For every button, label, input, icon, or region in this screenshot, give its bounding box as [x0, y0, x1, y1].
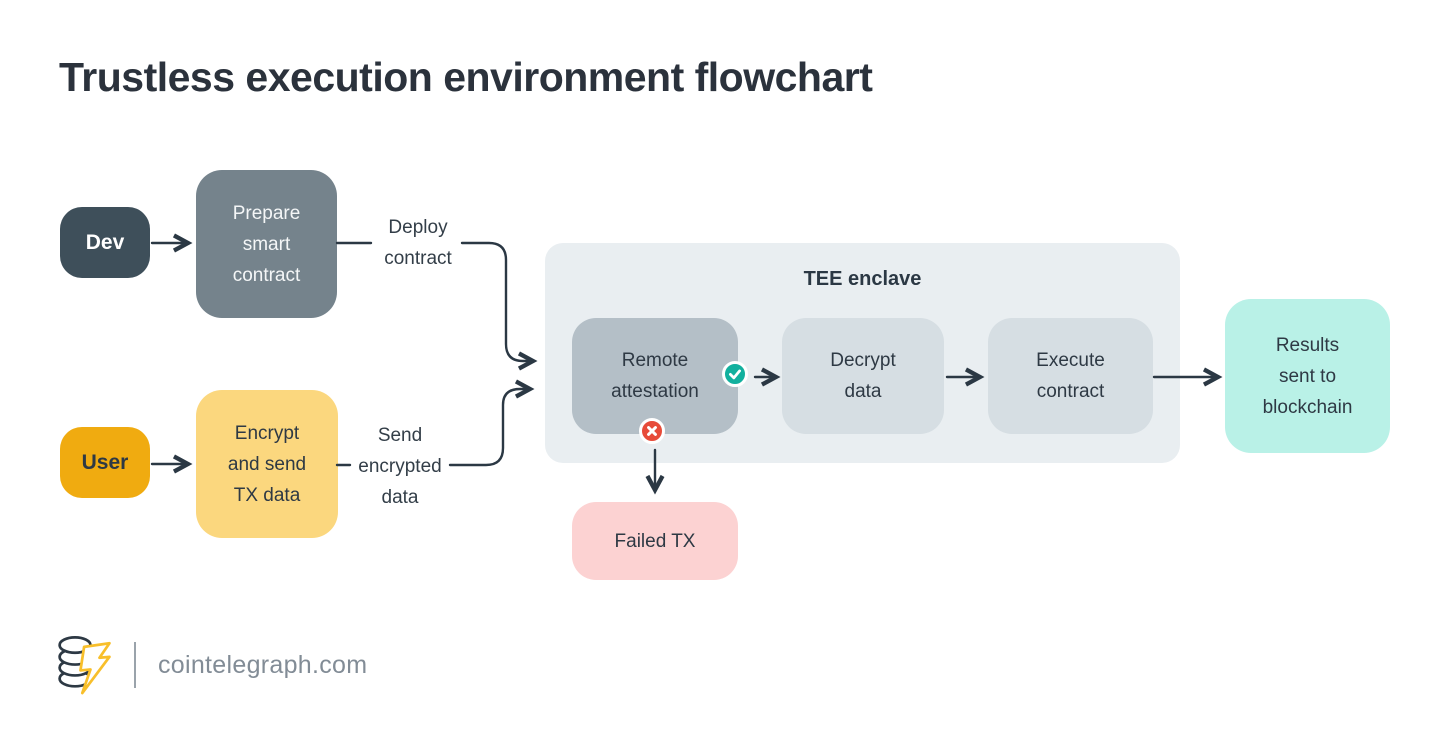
failed-tx-node: Failed TX — [572, 502, 738, 580]
decrypt-data-node: Decrypt data — [782, 318, 944, 434]
results-blockchain-node: Results sent to blockchain — [1225, 299, 1390, 453]
tee-enclave-title: TEE enclave — [803, 268, 922, 290]
edge-send-to-enclave — [448, 389, 530, 467]
send-encrypted-data-edge-label: Send encrypted data — [358, 425, 442, 508]
execute-node-label: Execute contract — [1036, 350, 1105, 402]
remote-attestation-node: Remote attestation — [572, 318, 738, 434]
execute-contract-node: Execute contract — [988, 318, 1153, 434]
deploy-contract-edge-label: Deploy contract — [384, 217, 452, 269]
remote-node-label: Remote attestation — [611, 350, 699, 402]
site-label: cointelegraph.com — [158, 650, 368, 679]
page-title: Trustless execution environment flowchar… — [59, 54, 873, 100]
encrypt-send-tx-node: Encrypt and send TX data — [196, 390, 338, 538]
edge-deploy-to-enclave — [460, 241, 533, 361]
dev-node-label: Dev — [85, 231, 125, 254]
user-node-label: User — [81, 451, 129, 474]
success-check-icon — [722, 361, 748, 387]
failure-cross-icon — [639, 418, 665, 444]
footer-divider — [134, 642, 136, 688]
prepare-smart-contract-node: Prepare smart contract — [196, 170, 337, 318]
prepare-node-label: Prepare smart contract — [232, 202, 301, 286]
cross-icon — [647, 426, 657, 436]
footer-brand: cointelegraph.com — [56, 632, 367, 698]
encrypt-node-label: Encrypt and send TX data — [227, 422, 307, 506]
failed-node-label: Failed TX — [614, 530, 696, 552]
results-node-label: Results sent to blockchain — [1262, 334, 1353, 418]
check-icon — [729, 369, 741, 380]
dev-node: Dev — [60, 207, 150, 278]
user-node: User — [60, 427, 150, 498]
decrypt-node-label: Decrypt data — [830, 350, 896, 402]
cointelegraph-logo-icon — [58, 636, 111, 695]
